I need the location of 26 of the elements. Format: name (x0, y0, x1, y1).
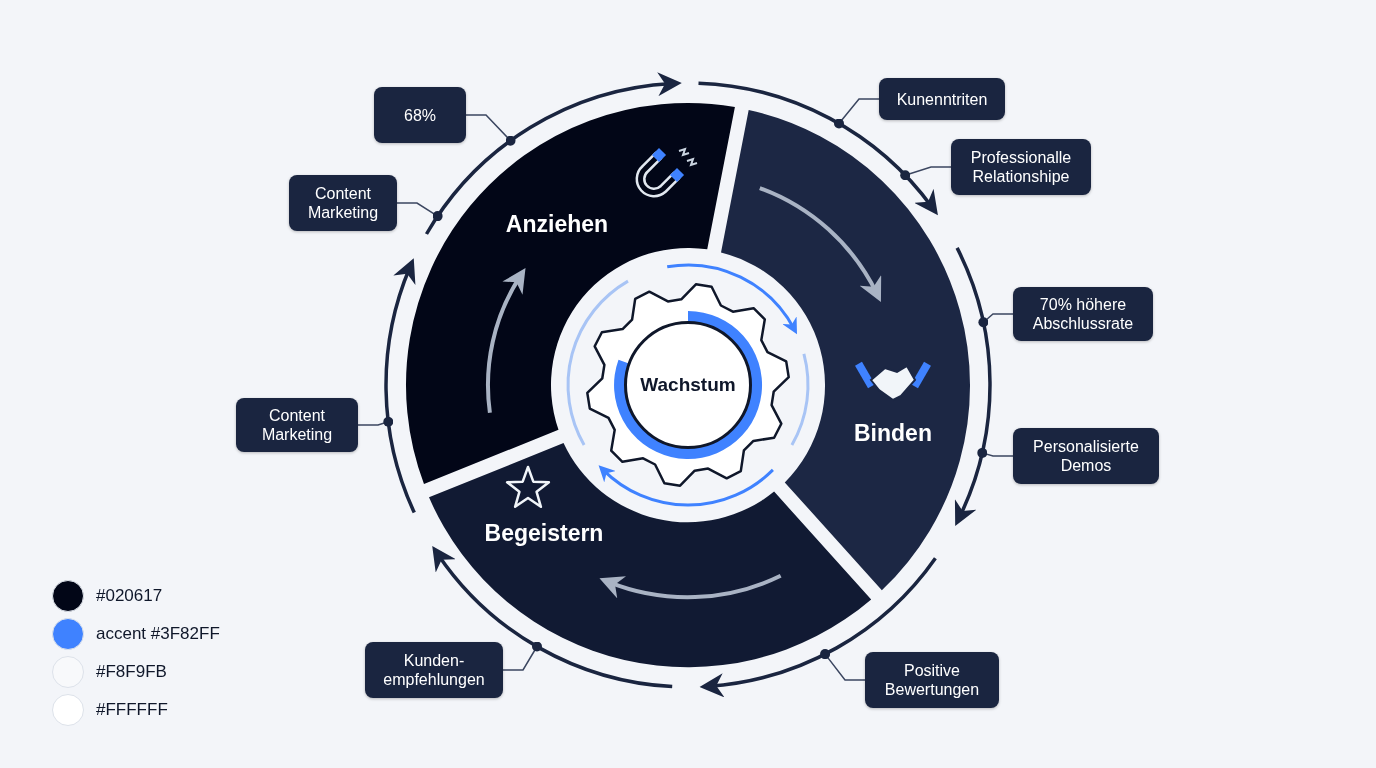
leader-line (502, 641, 542, 671)
legend-label: #020617 (96, 586, 163, 606)
callout-box: Kunden- empfehlungen (365, 642, 503, 698)
legend-label: #FFFFFF (96, 700, 168, 720)
callout-box: Content Marketing (236, 398, 358, 452)
leader-line (396, 202, 443, 222)
callout-box: Professionalle Relationshipe (951, 139, 1091, 195)
callout-box: Content Marketing (289, 175, 397, 231)
leader-line (978, 313, 1014, 328)
segment-title: Binden (854, 419, 932, 447)
legend-label: #F8F9FB (96, 662, 167, 682)
callout-box: Personalisierte Demos (1013, 428, 1159, 484)
leader-line (465, 114, 516, 146)
callout-box: Kunenntriten (879, 78, 1005, 120)
legend-label: accent #3F82FF (96, 624, 220, 644)
leader-line (820, 649, 866, 681)
callout-box: 70% höhere Abschlussrate (1013, 287, 1153, 341)
segment-title: Anziehen (505, 210, 609, 238)
leader-line (357, 416, 394, 427)
segment-title: Begeistern (484, 519, 604, 547)
leader-line (977, 447, 1014, 458)
leader-line (834, 98, 880, 129)
callout-box: 68% (374, 87, 466, 143)
flywheel-segment (406, 103, 735, 485)
leader-line (900, 166, 952, 181)
callout-box: Positive Bewertungen (865, 652, 999, 708)
